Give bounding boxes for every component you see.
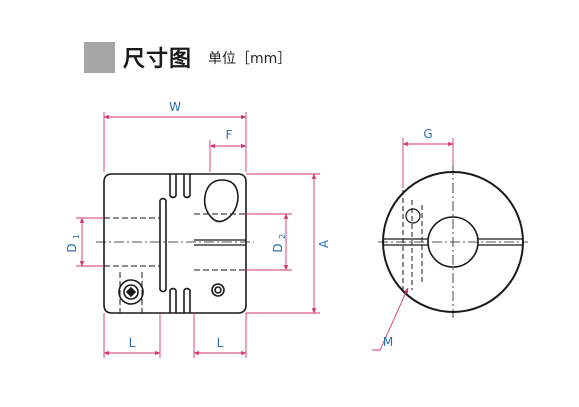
label-w: W <box>169 100 181 114</box>
label-d2: D 2 <box>271 234 287 253</box>
section-header: 尺寸图 单位［mm］ <box>84 40 291 74</box>
dimension-lines <box>76 112 454 358</box>
header-unit: 单位［mm］ <box>208 51 292 67</box>
label-a: A <box>317 239 331 248</box>
dim-m-leader <box>372 287 409 351</box>
label-l-right: L <box>217 336 224 350</box>
svg-text:D: D <box>271 243 285 252</box>
header-square-icon <box>84 41 115 73</box>
label-m: M <box>383 335 393 349</box>
label-d1: D 1 <box>65 234 81 253</box>
clamp-hole-outline <box>203 179 239 223</box>
svg-text:2: 2 <box>278 234 287 239</box>
screw-hole-right <box>211 283 225 297</box>
svg-text:D: D <box>65 243 79 252</box>
svg-text:1: 1 <box>72 234 81 239</box>
label-l-left: L <box>129 336 136 350</box>
coupling-body-outline <box>103 173 247 314</box>
label-g: G <box>423 127 432 141</box>
hidden-lines-side <box>104 213 246 313</box>
label-f: F <box>226 128 233 142</box>
side-view <box>103 173 247 314</box>
set-screw-left <box>118 279 144 305</box>
hidden-lines-end <box>402 190 423 290</box>
header-title: 尺寸图 <box>123 47 193 72</box>
